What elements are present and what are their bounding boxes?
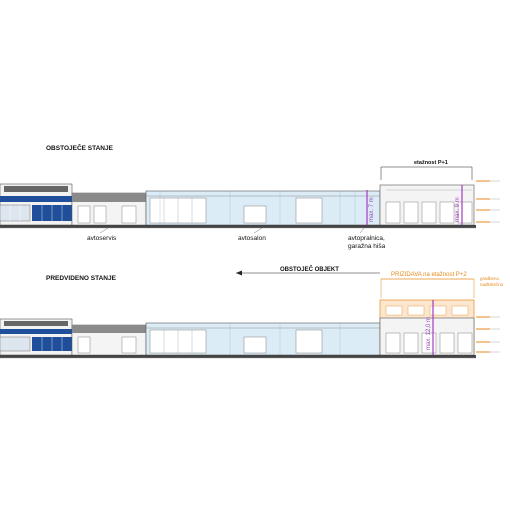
height-marker-12m: max. 12,0 m bbox=[426, 300, 434, 355]
zone-service-text: avtoservis bbox=[87, 235, 117, 242]
height-label-9m: max. 9 m bbox=[455, 197, 461, 222]
height-label-12m: max. 12,0 m bbox=[426, 317, 432, 350]
height-label-7m: max. 7 m bbox=[369, 197, 375, 222]
existing-object-dimension: OBSTOJEČ OBJEKT bbox=[236, 266, 380, 276]
office-block-existing bbox=[0, 183, 73, 226]
height-marker-9m: max. 9 m bbox=[455, 185, 463, 225]
service-block-existing bbox=[71, 192, 147, 226]
garage-block-existing bbox=[379, 184, 475, 226]
height-marker-7m: max. 7 m bbox=[366, 190, 375, 225]
level-markers-existing bbox=[476, 180, 500, 223]
office-block-planned bbox=[0, 318, 73, 356]
service-block-planned bbox=[71, 324, 147, 356]
heading-planned: PREDVIDENO STANJE bbox=[46, 275, 117, 282]
zone-label-wash: avtopralnica, garažna hiša bbox=[348, 227, 386, 250]
existing-object-label: OBSTOJEČ OBJEKT bbox=[280, 266, 339, 273]
zone-wash-text-2: garažna hiša bbox=[348, 243, 386, 250]
ground-line-existing bbox=[0, 225, 476, 229]
zone-wash-text-1: avtopralnica, bbox=[348, 235, 385, 242]
floors-label-existing: etažnost P+1 bbox=[414, 160, 448, 166]
addition-label: PRIZIDAVA na etažnost P+2 bbox=[391, 272, 467, 278]
note-text-2: nadkritečno bbox=[480, 282, 504, 287]
zone-showroom-text: avtosalon bbox=[238, 235, 266, 242]
ground-line-planned bbox=[0, 355, 476, 359]
note-text-1: gradbeno bbox=[480, 276, 500, 281]
zone-label-service: avtoservis bbox=[87, 227, 117, 242]
heading-existing: OBSTOJEČE STANJE bbox=[46, 143, 114, 152]
floors-dimension-existing: etažnost P+1 bbox=[380, 160, 473, 180]
addition-dimension: PRIZIDAVA na etažnost P+2 gradbeno nadkr… bbox=[380, 272, 504, 298]
showroom-block-planned bbox=[145, 322, 381, 356]
zone-label-showroom: avtosalon bbox=[238, 227, 266, 242]
showroom-block-existing bbox=[145, 190, 381, 226]
level-markers-planned bbox=[476, 316, 500, 353]
